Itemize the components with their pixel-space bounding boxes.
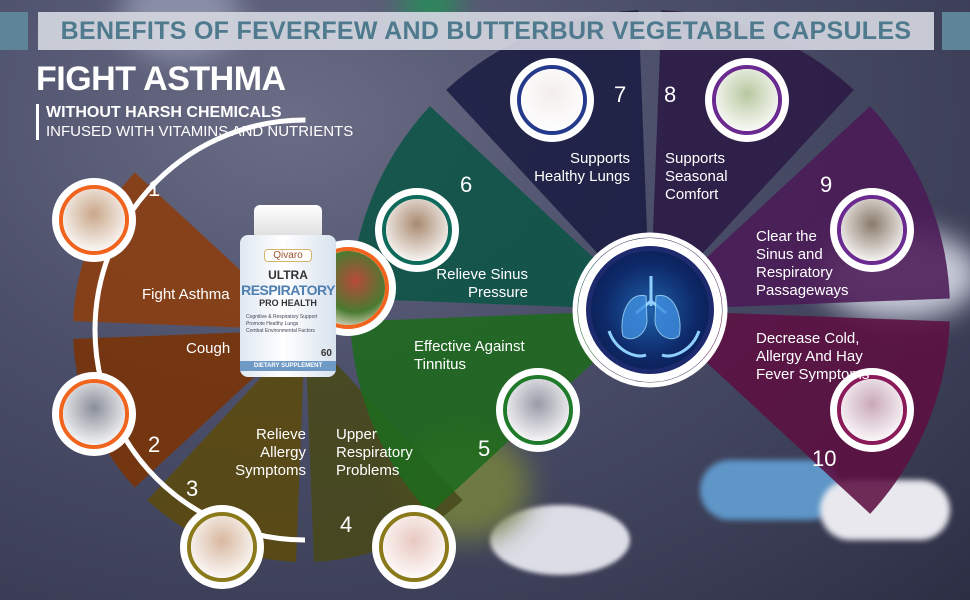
benefit-number: 1: [148, 176, 161, 201]
bullet: Cognitive & Respiratory Support: [246, 314, 318, 320]
benefit-segment-7: [446, 10, 650, 310]
product-bullets: Cognitive & Respiratory Support Promote …: [240, 314, 336, 335]
benefit-label: Effective Against Tinnitus: [414, 338, 525, 373]
bullet: Promote Healthy Lungs: [246, 321, 299, 327]
benefit-number: 8: [664, 82, 677, 107]
bg-capsule: [700, 460, 840, 520]
benefit-label: Supports Healthy Lungs: [534, 150, 630, 185]
banner-accent: [942, 12, 970, 50]
benefit-photo-5: [496, 368, 580, 452]
benefit-photo-6: [375, 188, 459, 272]
benefit-number: 6: [460, 172, 473, 197]
benefit-number: 3: [186, 476, 199, 501]
bullet: Combat Environmental Factors: [246, 328, 315, 334]
lungs-hands-icon: [607, 276, 701, 358]
capsule-count: 60: [320, 348, 332, 359]
bottle-cap: [254, 205, 322, 239]
subheadline: WITHOUT HARSH CHEMICALS: [46, 104, 282, 121]
ring-arc: [92, 117, 518, 543]
benefit-number: 2: [148, 432, 161, 457]
supplement-label: DIETARY SUPPLEMENT: [240, 361, 336, 371]
brand-logo: Qivaro: [264, 249, 312, 262]
product-name-line: ULTRA: [268, 268, 308, 282]
benefit-label: Clear the Sinus and Respiratory Passagew…: [756, 228, 849, 299]
tagline: INFUSED WITH VITAMINS AND NUTRIENTS: [46, 123, 354, 140]
benefit-label: Fight Asthma: [142, 286, 230, 303]
benefit-photo-4: [372, 505, 456, 589]
product-bottle: Qivaro ULTRA RESPIRATORY PRO HEALTH Cogn…: [238, 205, 338, 377]
benefit-photo-1: [52, 178, 136, 262]
benefit-number: 4: [340, 512, 353, 537]
benefit-label: Decrease Cold, Allergy And Hay Fever Sym…: [756, 330, 870, 383]
benefit-segment-8: [650, 10, 854, 310]
benefit-label: Upper Respiratory Problems: [336, 426, 413, 479]
benefit-photo-2: [52, 372, 136, 456]
bottle-label: Qivaro ULTRA RESPIRATORY PRO HEALTH Cogn…: [240, 235, 336, 377]
page-title: BENEFITS OF FEVERFEW AND BUTTERBUR VEGET…: [38, 12, 934, 50]
benefit-number: 10: [812, 446, 837, 471]
benefit-number: 5: [478, 436, 491, 461]
product-name-line: RESPIRATORY: [241, 282, 335, 298]
benefit-photo-10: [830, 368, 914, 452]
lungs-center-image: [578, 238, 722, 382]
benefit-photo-7: [510, 58, 594, 142]
ring-arc: [572, 232, 728, 388]
benefit-label: Relieve Sinus Pressure: [436, 266, 528, 301]
banner-accent: [0, 12, 28, 50]
benefit-label: Relieve Allergy Symptoms: [235, 426, 306, 479]
benefit-label: Cough: [186, 340, 231, 357]
benefit-photo-9: [830, 188, 914, 272]
benefit-number: 7: [614, 82, 627, 107]
headline: FIGHT ASTHMA: [36, 60, 286, 98]
benefit-segment-10: [650, 310, 950, 514]
benefit-photo-3: [180, 505, 264, 589]
benefit-number: 9: [820, 172, 833, 197]
benefit-label: Supports Seasonal Comfort: [665, 150, 728, 203]
benefit-photo-8: [705, 58, 789, 142]
product-name-line: PRO HEALTH: [259, 298, 317, 308]
divider: [36, 104, 39, 140]
